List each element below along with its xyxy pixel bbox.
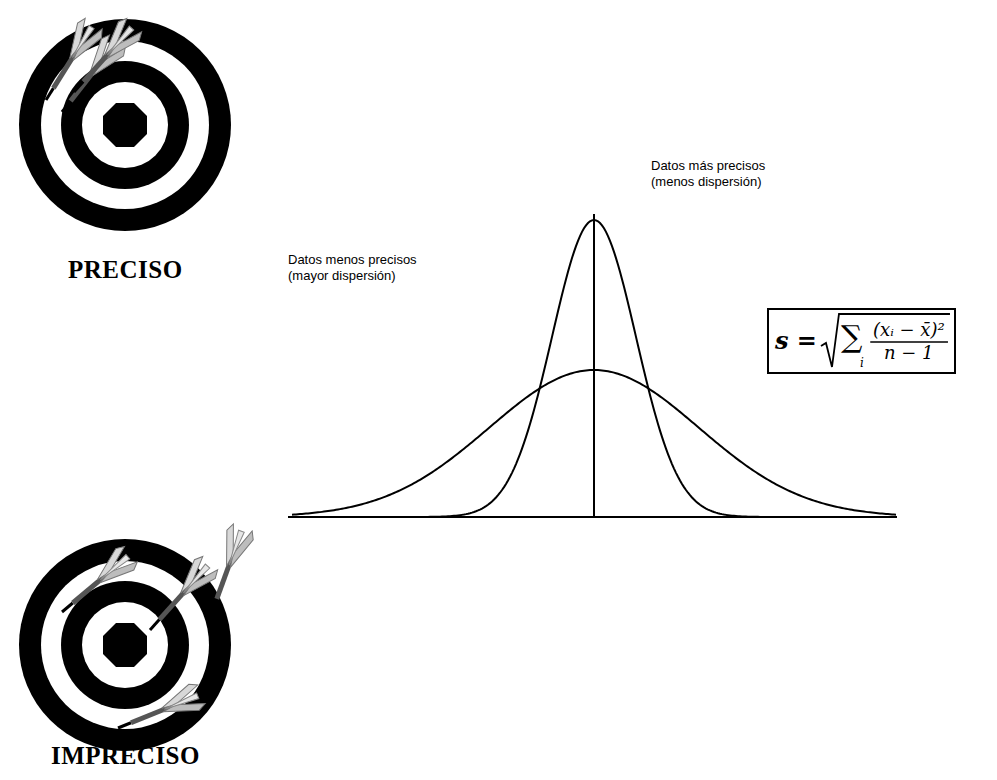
darts-imprecise [53,523,256,741]
target-caption: IMPRECISO [51,742,200,770]
target-precise [19,19,231,231]
target-imprecise [19,539,231,751]
formula-box: s = ∑ i (xᵢ − x̄)²n − 1 [767,308,956,374]
target-caption: PRECISO [68,256,183,284]
curve-label: Datos menos precisos (mayor dispersión) [288,252,438,284]
darts-precise [34,16,144,121]
sum-index: i [860,357,864,371]
fraction-denominator: n − 1 [884,343,934,364]
fraction-numerator: (xᵢ − x̄)² [873,320,945,341]
mean-line [593,214,595,517]
wide-curve [292,370,896,515]
curve-label: Datos más precisos (menos dispersión) [651,158,801,190]
sum-sign: ∑ [841,320,862,355]
formula-lhs: s = [775,327,817,355]
